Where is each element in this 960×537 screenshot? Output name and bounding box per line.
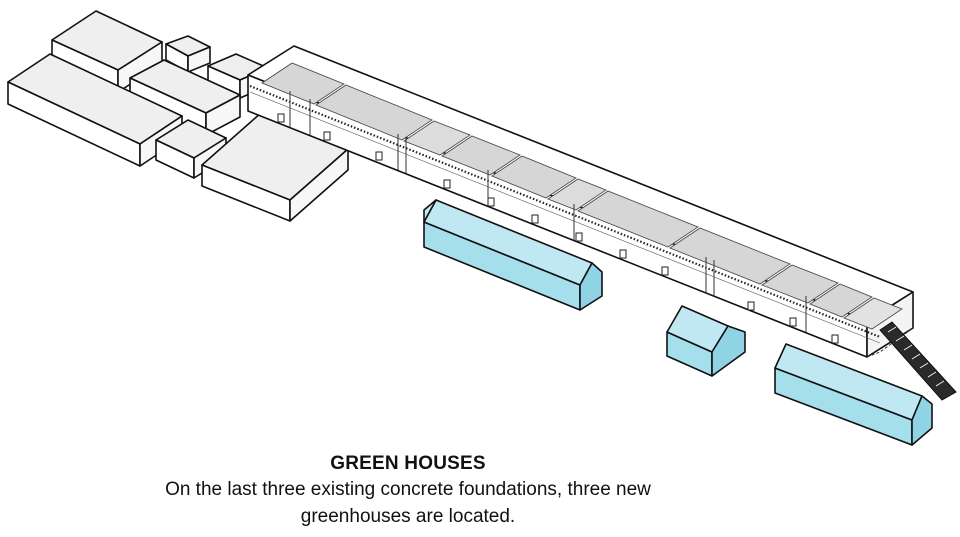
building-small-back bbox=[165, 35, 211, 73]
caption-title: GREEN HOUSES bbox=[330, 453, 486, 474]
greenhouse-2 bbox=[666, 305, 746, 377]
facade-windows bbox=[277, 113, 839, 344]
caption: GREEN HOUSES On the last three existing … bbox=[130, 452, 686, 530]
caption-line-1: On the last three existing concrete foun… bbox=[165, 479, 651, 500]
ramp-icon bbox=[879, 321, 957, 401]
axonometric-diagram bbox=[7, 10, 957, 446]
roof-panels bbox=[261, 62, 903, 330]
existing-buildings-cluster bbox=[7, 10, 349, 222]
caption-line-2: greenhouses are located. bbox=[300, 506, 516, 527]
facade-divisions bbox=[289, 91, 807, 332]
greenhouse-1 bbox=[423, 199, 603, 311]
greenhouse-3 bbox=[774, 343, 933, 446]
